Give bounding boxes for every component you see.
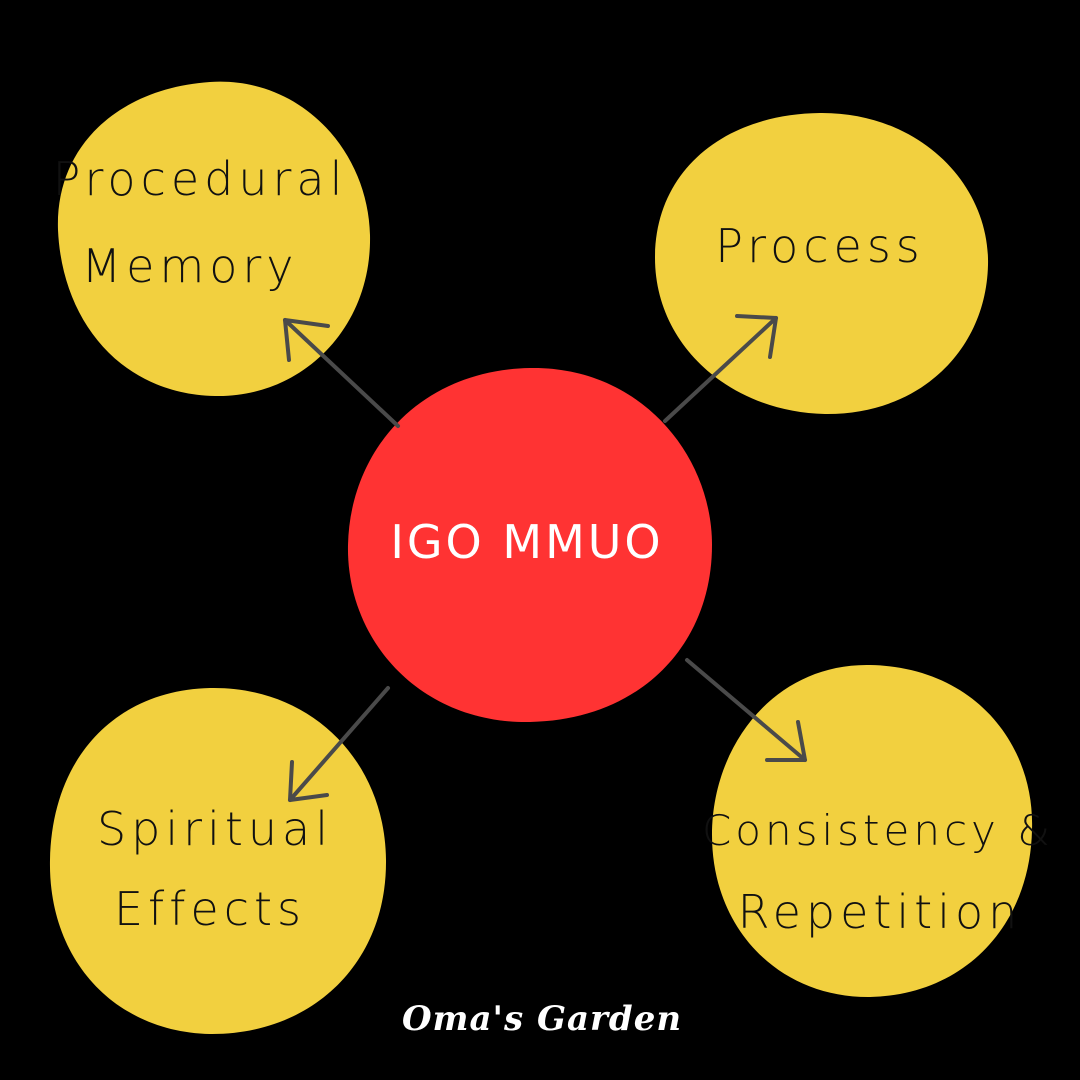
node-spiritual-effects: Spiritual Effects: [49, 687, 387, 1035]
node-process-circle: [655, 112, 989, 415]
node-process: Process: [655, 112, 989, 415]
node-consistency-repetition-line1: Consistency &: [702, 806, 1054, 855]
arrow-to-spiritual-effects: [288, 686, 390, 802]
center-node-circle: [347, 367, 712, 723]
node-process-line1: Process: [715, 219, 925, 273]
arrow-to-procedural-memory: [283, 318, 400, 428]
brand-watermark: Oma's Garden: [402, 999, 682, 1039]
node-procedural-memory-line1: Procedural: [53, 152, 348, 206]
node-procedural-memory-line2: Memory: [81, 239, 298, 293]
center-node: IGO MMUO: [347, 367, 712, 723]
node-spiritual-effects-line2: Effects: [114, 882, 306, 936]
center-node-label: IGO MMUO: [390, 515, 663, 569]
node-procedural-memory: Procedural Memory: [53, 81, 371, 397]
node-consistency-repetition-line2: Repetition: [738, 885, 1023, 939]
node-spiritual-effects-line1: Spiritual: [97, 802, 333, 856]
arrow-to-consistency-repetition: [685, 658, 807, 762]
arrow-to-process: [663, 314, 778, 423]
node-procedural-memory-circle: [57, 81, 371, 397]
node-spiritual-effects-circle: [49, 687, 387, 1035]
